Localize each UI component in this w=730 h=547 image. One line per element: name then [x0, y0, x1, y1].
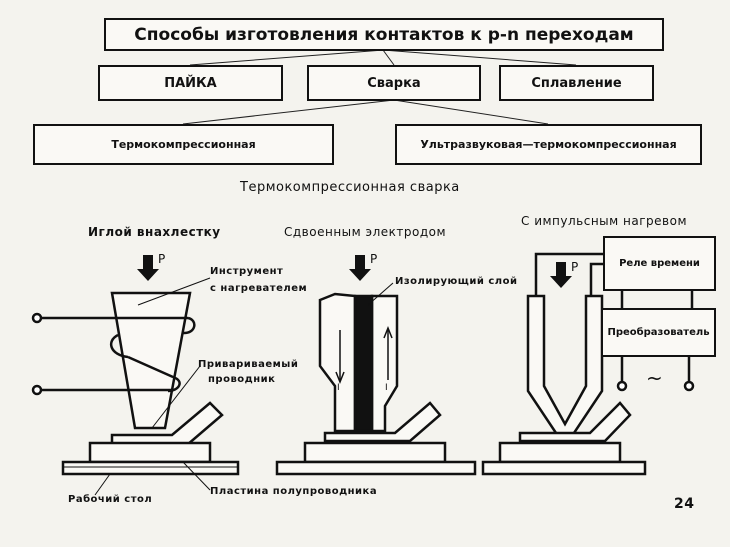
force-label: P: [571, 260, 579, 274]
relay-box: Реле времени: [603, 236, 716, 291]
type-thermocompression: Термокомпрессионная: [33, 124, 334, 165]
wire-label: Привариваемый: [198, 359, 299, 370]
wire-label-2: проводник: [208, 374, 276, 385]
pulse-title: С импульсным нагревом: [521, 214, 687, 228]
method-alloying: Сплавление: [499, 65, 654, 101]
page-number: 24: [674, 496, 695, 512]
needle-title: Иглой внахлестку: [88, 225, 221, 239]
tool-label: Инструмент: [210, 266, 284, 277]
type-ultrasonic-thermocompression: Ультразвуковая—термокомпрессионная: [395, 124, 702, 165]
connector-lines: [182, 49, 577, 125]
double-title: Сдвоенным электродом: [284, 225, 447, 239]
double-electrode-diagram: [275, 255, 477, 476]
pulse-heating-diagram: [481, 252, 695, 476]
force-label: P: [158, 252, 166, 266]
force-arrow-icon: [550, 262, 572, 288]
force-label: P: [370, 252, 378, 266]
table-label: Рабочий стол: [68, 494, 153, 505]
current-label: I: [337, 383, 341, 393]
ac-symbol: ~: [646, 366, 664, 390]
title-box: Способы изготовления контактов к p-n пер…: [104, 18, 664, 51]
converter-box: Преобразователь: [601, 308, 716, 357]
plate-label: Пластина полупроводника: [210, 486, 378, 497]
subtitle: Термокомпрессионная сварка: [240, 180, 460, 195]
method-welding: Сварка: [307, 65, 481, 101]
tool-label-2: с нагревателем: [210, 283, 308, 294]
force-arrow-icon: [349, 255, 371, 281]
method-soldering: ПАЙКА: [98, 65, 283, 101]
current-label: I: [385, 383, 389, 393]
insulation-label: Изолирующий слой: [395, 276, 518, 287]
needle-welding-diagram: [31, 255, 240, 496]
force-arrow-icon: [137, 255, 159, 281]
